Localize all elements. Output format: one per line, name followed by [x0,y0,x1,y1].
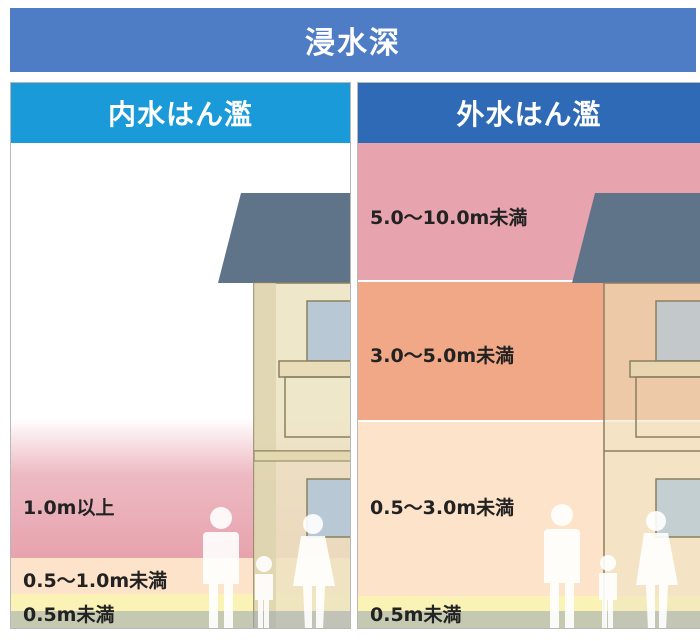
river-label-0_5-3m: 0.5〜3.0m未満 [370,497,515,519]
page-title: 浸水深 [10,8,696,72]
house-icon [11,193,350,628]
child-icon [255,556,273,628]
river-label-under-0_5m: 0.5m未満 [370,604,462,626]
woman-icon [293,514,335,628]
inland-label-over-1m: 1.0m以上 [23,497,115,519]
inland-flood-panel: 内水はん濫 [10,82,351,629]
inland-label-under-0_5m: 0.5m未満 [23,604,115,626]
inland-flood-title: 内水はん濫 [11,83,350,143]
river-flood-title: 外水はん濫 [358,83,700,143]
river-label-3-5m: 3.0〜5.0m未満 [370,345,515,367]
river-label-5-10m: 5.0〜10.0m未満 [370,207,528,229]
adult-icon [544,504,580,628]
child-icon [599,555,617,628]
adult-icon [203,507,239,628]
river-flood-panel: 外水はん濫 [357,82,700,629]
inland-label-0_5-1m: 0.5〜1.0m未満 [23,570,168,592]
woman-icon [636,511,678,628]
